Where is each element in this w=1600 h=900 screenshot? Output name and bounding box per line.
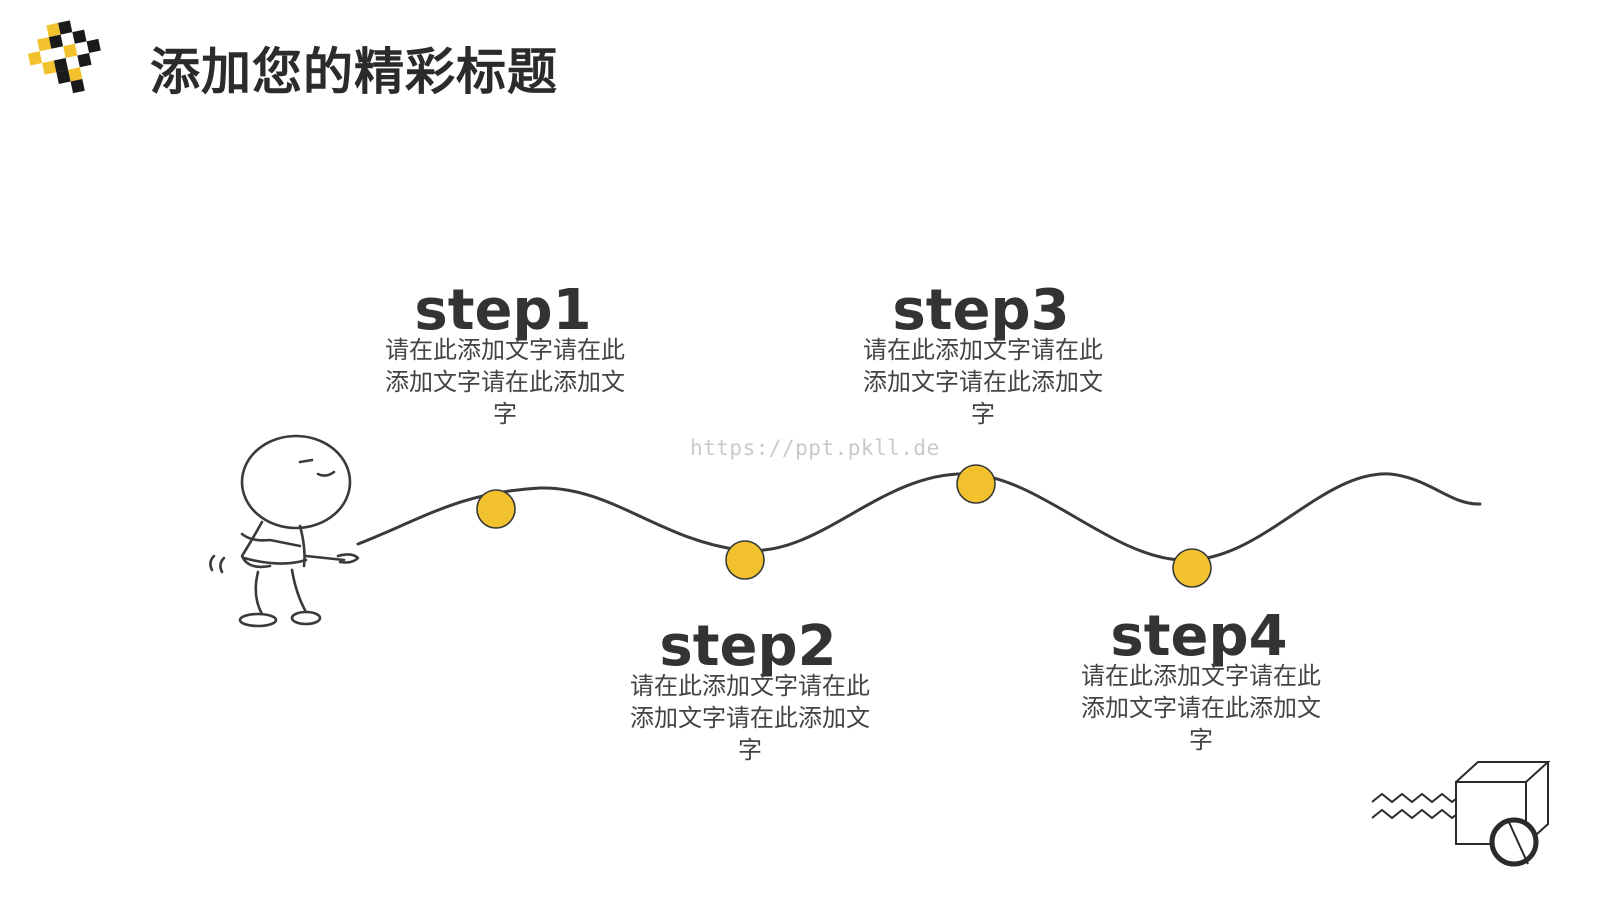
step-3-description: 请在此添加文字请在此添加文字请在此添加文字: [863, 336, 1103, 428]
step-2: step2 请在此添加文字请在此添加文字请在此添加文字: [625, 614, 875, 784]
step-4-description: 请在此添加文字请在此添加文字请在此添加文字: [1081, 662, 1321, 754]
timeline-dot-2: [725, 540, 765, 580]
watermark-text: https://ppt.pkll.de: [690, 436, 940, 460]
timeline-dot-1: [476, 489, 516, 529]
step-4-title: step4: [1110, 604, 1288, 669]
step-1-description: 请在此添加文字请在此添加文字请在此添加文字: [385, 336, 625, 428]
wavy-timeline-line: [356, 472, 1482, 562]
step-3: step3 请在此添加文字请在此添加文字请在此添加文字: [858, 278, 1108, 448]
timeline-dot-4: [1172, 548, 1212, 588]
step-3-title: step3: [892, 278, 1070, 343]
step-2-title: step2: [659, 614, 837, 679]
step-4: step4 请在此添加文字请在此添加文字请在此添加文字: [1076, 604, 1326, 774]
step-2-description: 请在此添加文字请在此添加文字请在此添加文字: [630, 672, 870, 764]
step-1: step1 请在此添加文字请在此添加文字请在此添加文字: [380, 278, 630, 448]
cube-decoration-icon: [1371, 761, 1551, 867]
stick-figure-icon: [209, 434, 360, 628]
slide-title: 添加您的精彩标题: [150, 43, 558, 101]
checkered-logo-icon: [27, 20, 101, 94]
timeline-dot-3: [956, 464, 996, 504]
step-1-title: step1: [414, 278, 592, 343]
